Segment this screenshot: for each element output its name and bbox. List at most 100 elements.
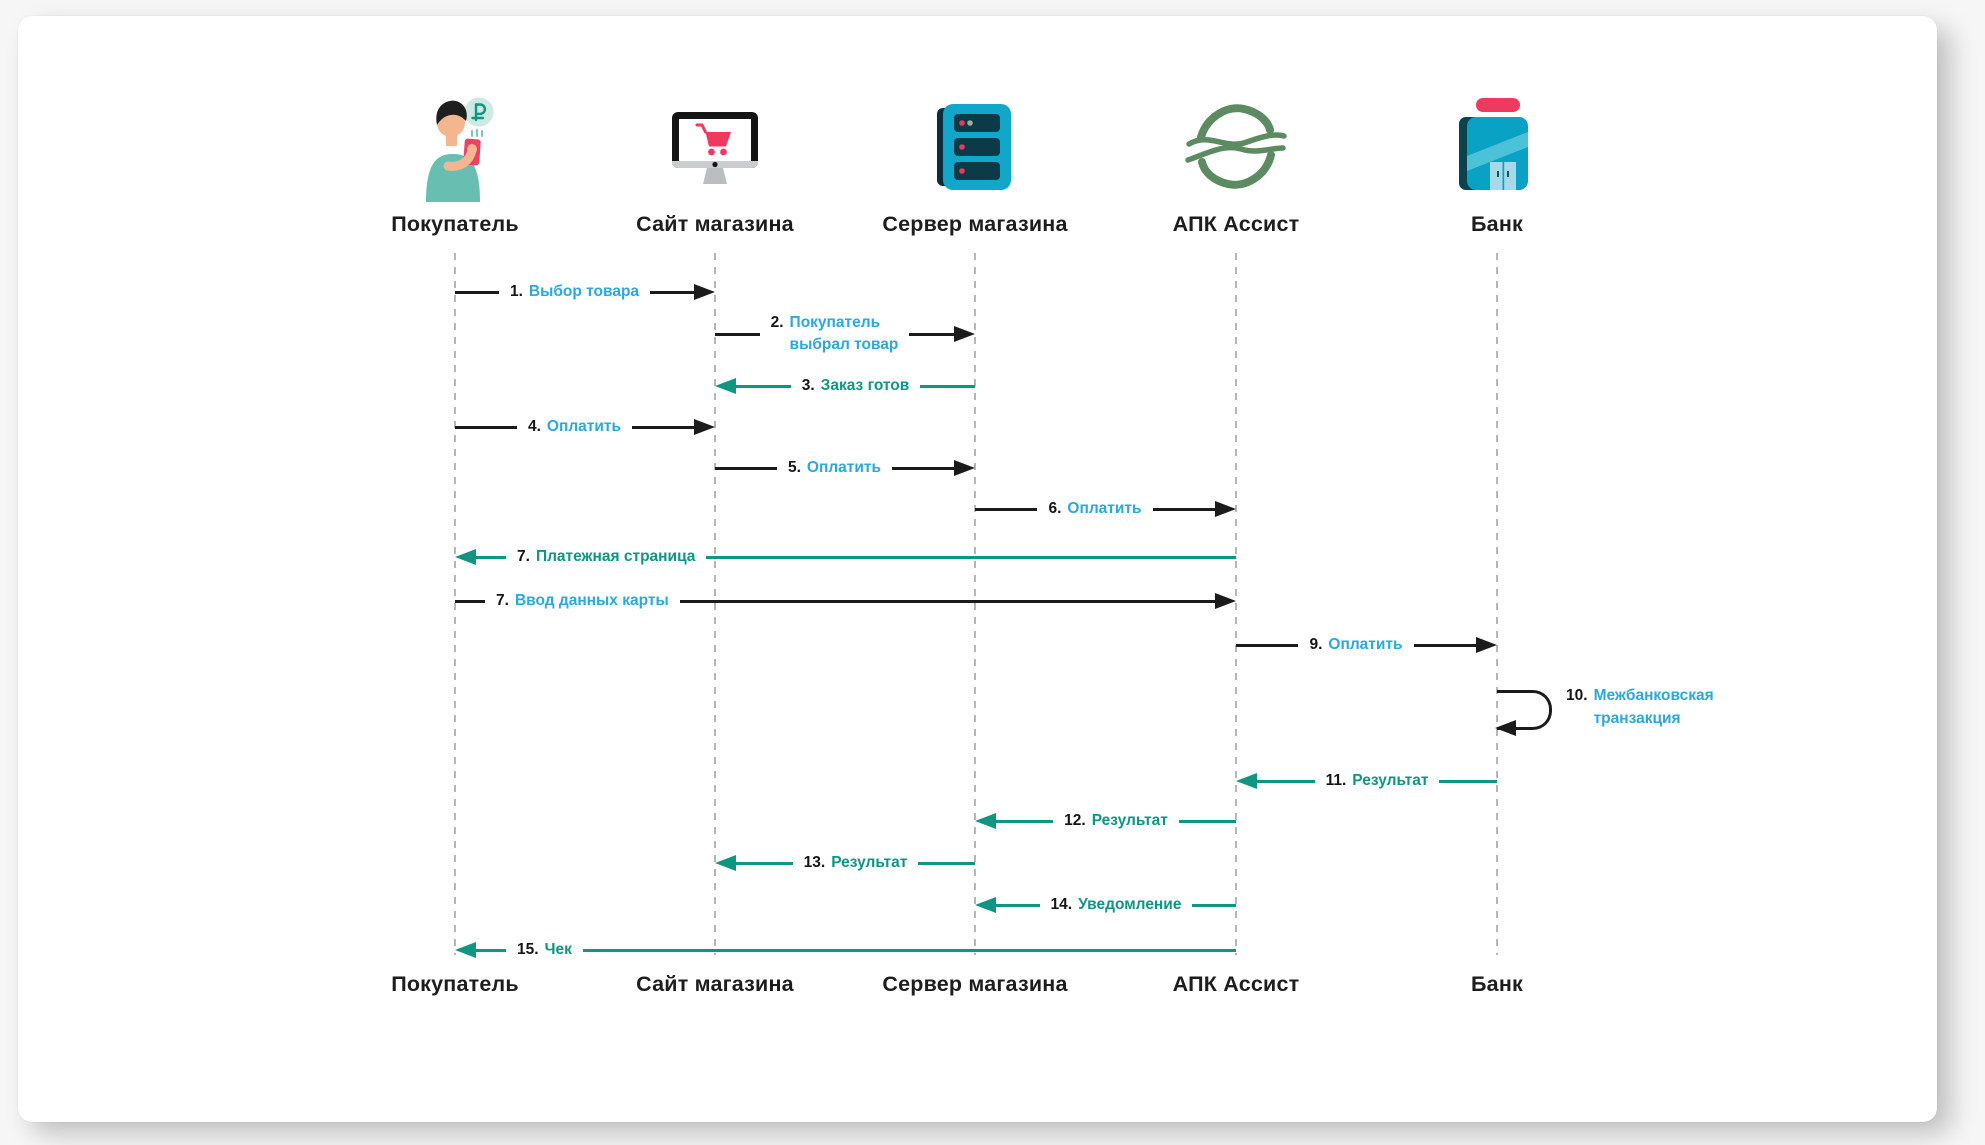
lifeline-bank [1496, 253, 1498, 955]
actor-label-buyer-top: Покупатель [391, 212, 519, 236]
message-number: 4. [527, 417, 541, 435]
arrow-line [455, 599, 485, 603]
actor-label-bank-bottom: Банк [1471, 972, 1523, 996]
message-label: 15. Чек [506, 939, 583, 961]
arrowhead-left-icon [1236, 773, 1257, 789]
message-number: 7. [496, 591, 509, 609]
arrow-line [996, 903, 1040, 907]
arrow-line [1152, 507, 1215, 511]
arrow-line [706, 555, 1236, 559]
arrow-line [1178, 819, 1236, 823]
message-number: 12. [1064, 811, 1086, 829]
message-label: 14. Уведомление [1040, 894, 1193, 916]
message-label: 11. Результат [1315, 770, 1440, 792]
diagram-card [18, 16, 1937, 1122]
arrow-line [736, 384, 791, 388]
arrow-line [918, 861, 975, 865]
arrowhead-right-icon [954, 460, 975, 476]
actor-label-assist-bottom: АПК Ассист [1172, 972, 1300, 996]
message-number: 13. [803, 853, 826, 871]
arrow-line [1192, 903, 1236, 907]
assist-logo-icon [1181, 92, 1291, 202]
message-number: 11. [1325, 771, 1347, 789]
message-text: Платежная страница [535, 547, 696, 565]
message-text: Межбанковская транзакция [1593, 687, 1714, 728]
arrowhead-left-icon [975, 897, 996, 913]
arrowhead-left-icon [1495, 720, 1516, 736]
message-text: Покупатель выбрал товар [789, 313, 899, 353]
lifeline-shop-site [714, 253, 716, 955]
actor-label-shop-server-bottom: Сервер магазина [882, 972, 1068, 996]
message-text: Чек [544, 940, 572, 958]
message-number: 15. [517, 940, 539, 958]
message-number: 7. [517, 547, 530, 565]
arrowhead-left-icon [455, 549, 476, 565]
arrow-line [996, 819, 1054, 823]
arrow-line [715, 466, 777, 470]
message-number: 6. [1048, 499, 1062, 517]
message-label: 7. Ввод данных карты [485, 590, 680, 612]
message-label: 4. Оплатить [517, 416, 632, 438]
message-number: 3. [801, 376, 815, 394]
shop-server-icon [920, 92, 1030, 202]
message-number: 2. [770, 313, 784, 331]
arrow-line [736, 861, 793, 865]
message-label: 10. Межбанковская транзакция [1566, 684, 1714, 731]
arrowhead-left-icon [455, 942, 476, 958]
arrow-line [715, 332, 760, 336]
message-text: Результат [1352, 771, 1429, 789]
actor-label-bank-top: Банк [1471, 212, 1523, 236]
message-label: 9.Оплатить [1298, 634, 1413, 656]
arrowhead-right-icon [1476, 637, 1497, 653]
arrow-line [632, 425, 694, 429]
actor-label-assist-top: АПК Ассист [1172, 212, 1300, 236]
arrow-line [455, 290, 499, 294]
message-number: 10. [1566, 687, 1588, 704]
message-number: 14. [1050, 895, 1073, 913]
message-text: Результат [831, 853, 908, 871]
arrowhead-right-icon [694, 284, 716, 300]
arrowhead-right-icon [1215, 593, 1236, 609]
bank-icon [1442, 92, 1552, 202]
message-text: Оплатить [1067, 499, 1142, 517]
message-label: 3. Заказ готов [791, 375, 921, 397]
message-label: 2. Покупатель выбрал товар [760, 312, 910, 357]
message-label: 7. Платежная страница [506, 546, 706, 568]
message-text: Оплатить [546, 417, 622, 435]
message-text: Оплатить [806, 458, 882, 476]
arrow-line [975, 507, 1038, 511]
actor-label-shop-site-bottom: Сайт магазина [636, 972, 794, 996]
message-text: Результат [1091, 811, 1168, 829]
message-10-self-loop-arrow [1495, 690, 1552, 736]
arrow-line [476, 948, 506, 952]
arrow-line [582, 948, 1236, 952]
arrow-line [1257, 779, 1315, 783]
message-label: 13. Результат [793, 852, 919, 874]
arrow-line [455, 425, 517, 429]
shop-site-monitor-icon [660, 92, 770, 202]
lifeline-shop-server [974, 253, 976, 955]
arrow-line [1413, 643, 1476, 647]
actor-label-shop-server-top: Сервер магазина [882, 212, 1068, 236]
arrowhead-right-icon [694, 419, 715, 435]
lifeline-buyer [454, 253, 456, 955]
arrowhead-left-icon [975, 813, 996, 829]
message-number: 5. [787, 458, 801, 476]
message-label: 5. Оплатить [777, 457, 892, 479]
arrow-line [892, 466, 954, 470]
message-number: 9. [1309, 635, 1323, 653]
arrow-line [1236, 643, 1299, 647]
message-text: Выбор товара [528, 282, 640, 300]
arrowhead-right-icon [954, 326, 976, 342]
message-text: Ввод данных карты [514, 591, 669, 609]
arrow-line [650, 290, 695, 294]
arrow-line [1439, 779, 1498, 783]
message-text: Уведомление [1078, 895, 1182, 913]
message-label: 12. Результат [1053, 810, 1179, 832]
actor-label-buyer-bottom: Покупатель [391, 972, 519, 996]
arrow-line [679, 599, 1215, 603]
arrow-line [476, 555, 506, 559]
message-text: Заказ готов [820, 376, 910, 394]
